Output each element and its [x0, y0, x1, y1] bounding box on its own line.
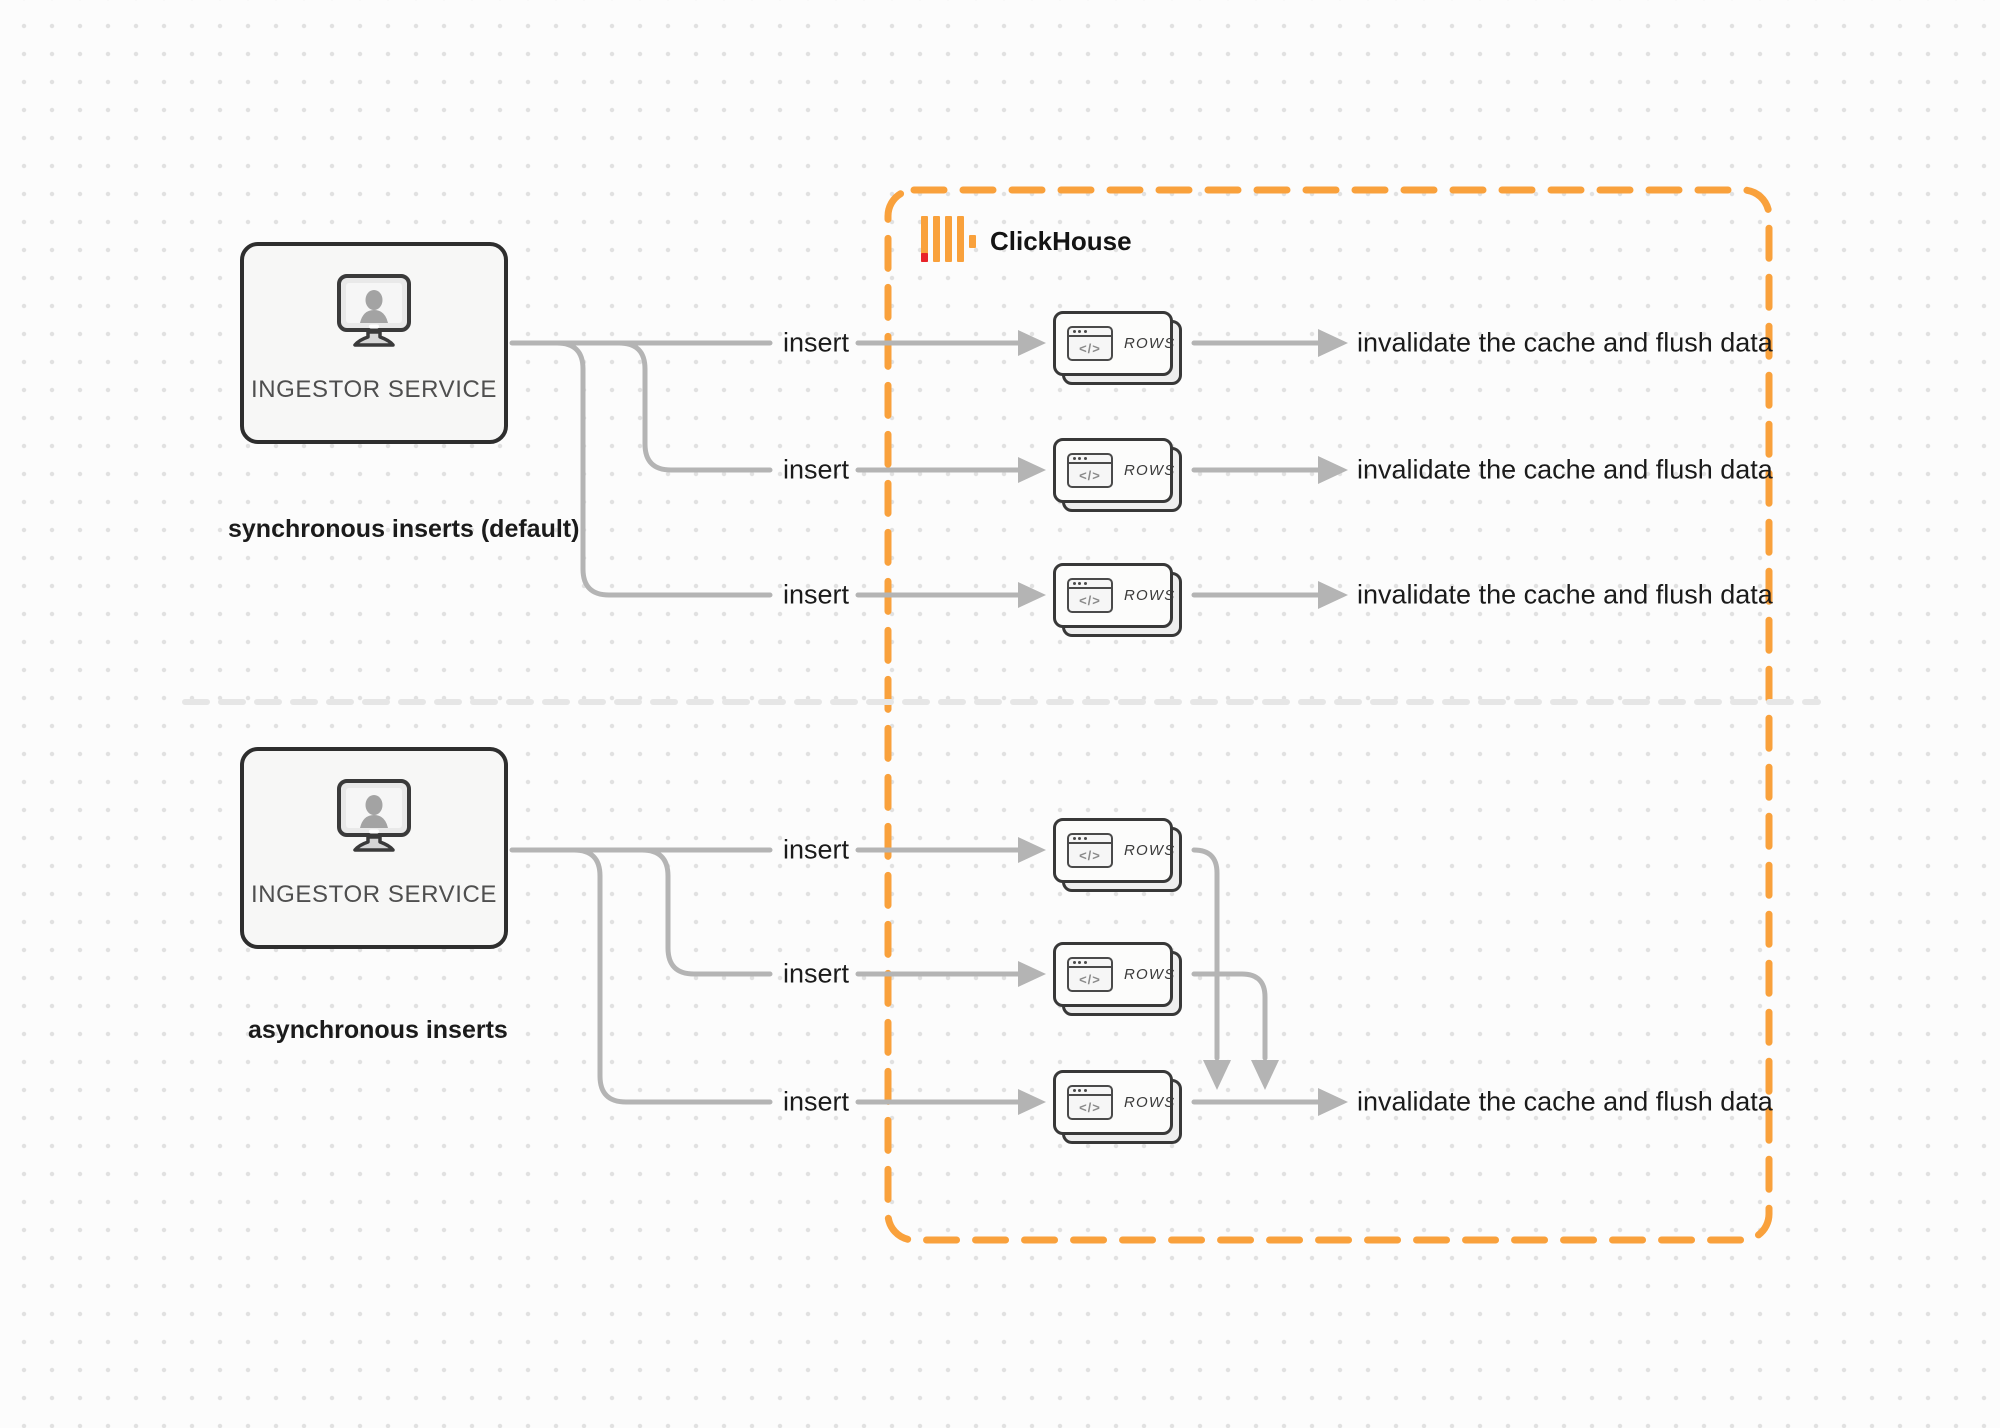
rows-label: ROWS — [1124, 842, 1176, 859]
code-window-icon: </> — [1067, 326, 1113, 361]
card-front-layer: </> ROWS — [1053, 563, 1176, 628]
async-result-arrowhead-icon — [1318, 1088, 1348, 1116]
sync-insert2-arrowhead-icon — [1018, 457, 1046, 483]
clickhouse-logo-icon — [918, 214, 980, 271]
sync-insert1-arrowhead-icon — [1018, 330, 1046, 356]
async-merge-line-2 — [1191, 971, 1268, 1061]
code-window-icon: </> — [1067, 578, 1113, 613]
insert-label-async-3: insert — [782, 1086, 850, 1117]
clickhouse-boundary — [884, 186, 1773, 1244]
sync-result1-arrowhead-icon — [1318, 329, 1348, 357]
insert-label-sync-2: insert — [782, 454, 850, 485]
rows-table-card: </> ROWS — [1053, 942, 1183, 1017]
async-insert1-arrowhead-icon — [1018, 837, 1046, 863]
rows-label: ROWS — [1124, 587, 1176, 604]
card-front-layer: </> ROWS — [1053, 818, 1176, 883]
rows-label: ROWS — [1124, 966, 1176, 983]
code-window-icon: </> — [1067, 833, 1113, 868]
card-front-layer: </> ROWS — [1053, 311, 1176, 376]
ingestor-node-label: INGESTOR SERVICE — [250, 376, 498, 403]
insert-label-sync-3: insert — [782, 579, 850, 610]
rows-table-card: </> ROWS — [1053, 1070, 1183, 1145]
insert-label-async-2: insert — [782, 958, 850, 989]
invalidate-label-async: invalidate the cache and flush data — [1357, 1086, 1773, 1117]
rows-table-card: </> ROWS — [1053, 818, 1183, 893]
rows-table-card: </> ROWS — [1053, 438, 1183, 513]
invalidate-label-sync-1: invalidate the cache and flush data — [1357, 327, 1773, 358]
async-merge-arrowhead-2-icon — [1251, 1060, 1279, 1090]
invalidate-label-sync-3: invalidate the cache and flush data — [1357, 579, 1773, 610]
sync-insert3-arrowhead-icon — [1018, 582, 1046, 608]
async-insert2-branch — [639, 847, 773, 977]
insert-label-async-1: insert — [782, 834, 850, 865]
code-window-icon: </> — [1067, 957, 1113, 992]
sync-insert3-branch — [554, 340, 773, 598]
invalidate-label-sync-2: invalidate the cache and flush data — [1357, 454, 1773, 485]
card-front-layer: </> ROWS — [1053, 438, 1176, 503]
clickhouse-title: ClickHouse — [990, 226, 1132, 256]
monitor-user-icon — [337, 274, 411, 347]
ingestor-service-node-sync: INGESTOR SERVICE — [240, 242, 508, 444]
code-window-icon: </> — [1067, 1085, 1113, 1120]
ingestor-service-node-async: INGESTOR SERVICE — [240, 747, 508, 949]
card-front-layer: </> ROWS — [1053, 942, 1176, 1007]
rows-table-card: </> ROWS — [1053, 311, 1183, 386]
async-merge-arrowhead-1-icon — [1203, 1060, 1231, 1090]
async-merge-line-1 — [1191, 847, 1220, 1061]
async-insert2-arrowhead-icon — [1018, 961, 1046, 987]
rows-label: ROWS — [1124, 1094, 1176, 1111]
sync-result2-arrowhead-icon — [1318, 456, 1348, 484]
monitor-user-icon — [337, 779, 411, 852]
insert-label-sync-1: insert — [782, 327, 850, 358]
card-front-layer: </> ROWS — [1053, 1070, 1176, 1135]
sync-insert2-branch — [616, 340, 773, 473]
rows-table-card: </> ROWS — [1053, 563, 1183, 638]
section-label-sync: synchronous inserts (default) — [228, 515, 580, 543]
sync-result3-arrowhead-icon — [1318, 581, 1348, 609]
async-insert3-branch — [571, 847, 773, 1105]
code-window-icon: </> — [1067, 453, 1113, 488]
rows-label: ROWS — [1124, 335, 1176, 352]
rows-label: ROWS — [1124, 462, 1176, 479]
ingestor-node-label: INGESTOR SERVICE — [250, 881, 498, 908]
section-label-async: asynchronous inserts — [248, 1016, 508, 1044]
async-insert3-arrowhead-icon — [1018, 1089, 1046, 1115]
